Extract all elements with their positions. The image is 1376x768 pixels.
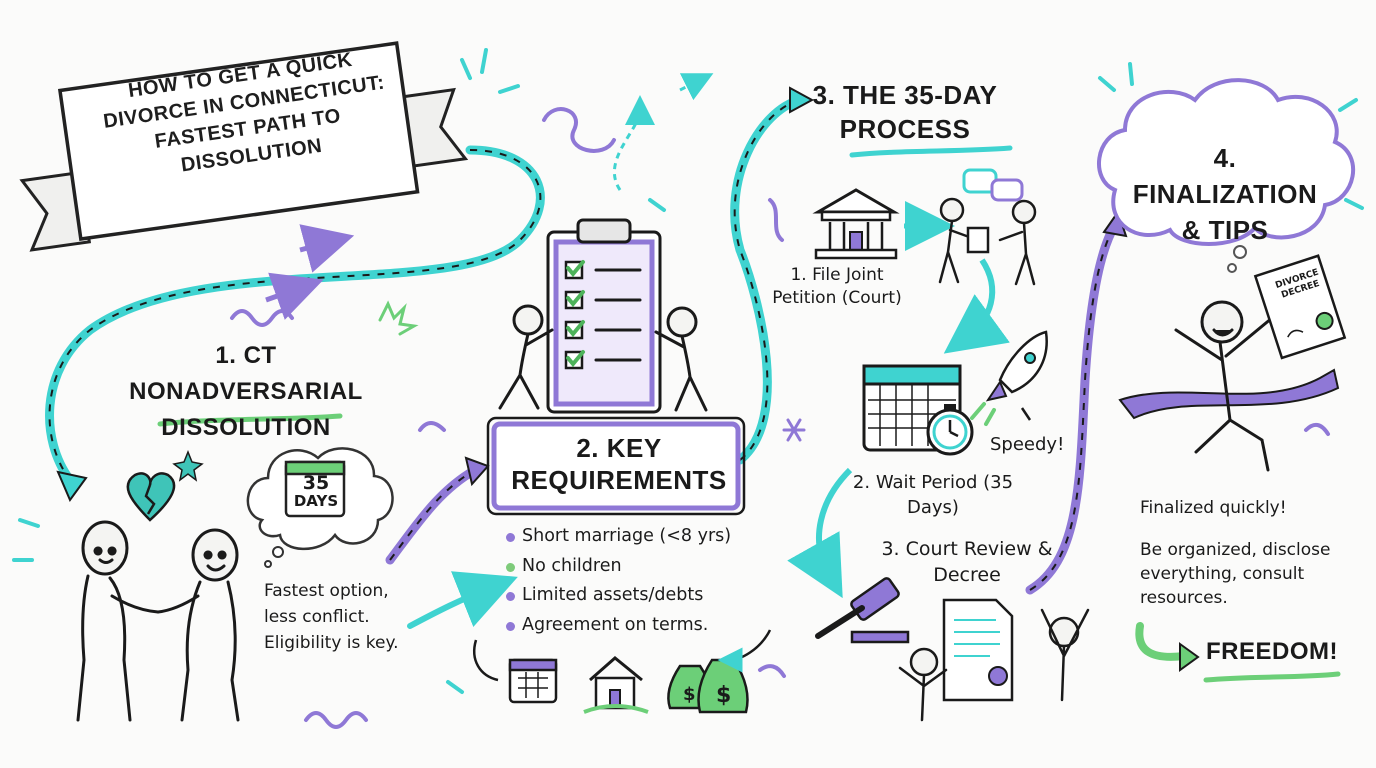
broken-heart-icon <box>126 472 176 522</box>
title-banner <box>19 41 469 252</box>
step3-label: 3. Court Review & Decree <box>881 538 1053 586</box>
clipboard-icon <box>546 218 662 414</box>
speedy-label: Speedy! <box>990 434 1065 455</box>
section2-title: 2. KEY REQUIREMENTS <box>511 433 727 495</box>
cloud-day-label: DAYS <box>293 492 339 510</box>
section3-title: 3. THE 35-DAY PROCESS <box>812 80 998 144</box>
list-item: No children <box>504 552 731 582</box>
section4-title: 4. FINALIZATION & TIPS <box>1132 143 1318 245</box>
requirements-list: Short marriage (<8 yrs) No children Limi… <box>504 522 731 640</box>
list-item: Agreement on terms. <box>504 611 731 641</box>
rocket-icon <box>970 330 1048 426</box>
section4-note1: Finalized quickly! <box>1140 498 1287 518</box>
calendar-icon <box>508 658 558 704</box>
calendar-icon <box>284 460 346 518</box>
house-icon <box>583 656 649 714</box>
certificate-icon <box>942 598 1014 702</box>
stopwatch-icon <box>926 404 974 456</box>
section4-note2: Be organized, disclose everything, consu… <box>1140 540 1331 608</box>
cloud-day-number: 35 <box>302 472 330 494</box>
gavel-icon <box>815 577 910 644</box>
certificate-icon <box>1253 254 1347 360</box>
list-item: Short marriage (<8 yrs) <box>504 522 731 552</box>
requirements-box <box>491 421 741 511</box>
svg-text:$: $ <box>716 683 731 708</box>
freedom-label: FREEDOM! <box>1206 638 1338 665</box>
list-item: Limited assets/debts <box>504 581 731 611</box>
svg-text:$: $ <box>683 684 696 705</box>
section1-note: Fastest option, less conflict. Eligibili… <box>264 581 399 653</box>
thought-cloud-icon <box>1097 78 1355 273</box>
section1-title: 1. CT NONADVERSARIAL DISSOLUTION <box>129 342 363 441</box>
chat-bubble-icon <box>962 168 1024 202</box>
finish-ribbon-icon <box>1118 368 1340 420</box>
courthouse-icon <box>812 188 900 260</box>
step2-label: 2. Wait Period (35 Days) <box>852 472 1014 518</box>
step1-label: 1. File Joint Petition (Court) <box>772 265 902 308</box>
money-bag-icon: $ $ <box>667 658 749 714</box>
handshake-icon <box>76 520 240 722</box>
